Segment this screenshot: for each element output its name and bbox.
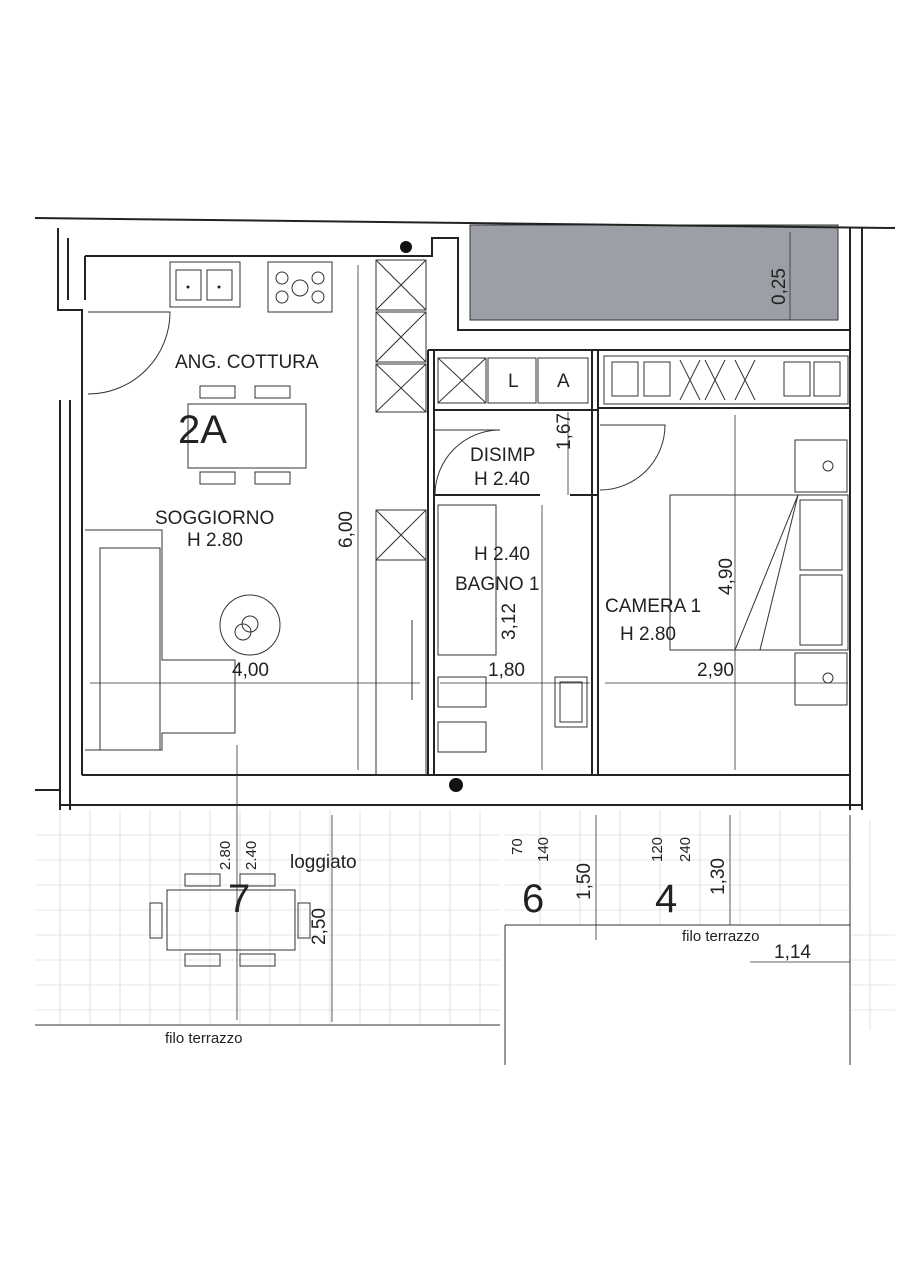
bedroom-wardrobe [603,355,849,405]
window-6-marker: 6 [522,877,544,921]
bath-width-dim: 1,80 [488,660,525,681]
loggia-h2-dim: 2.40 [243,841,260,870]
shaded-strip [469,224,839,321]
interior-walls [427,349,850,775]
terrace-edge-right-note: filo terrazzo [682,928,760,945]
wardrobe-a-label: A [557,371,570,392]
dining-table [187,385,307,485]
win6-b-dim: 140 [535,837,552,862]
kitchen-counter [169,261,333,313]
living-label: SOGGIORNO [155,508,274,529]
loggia-table [149,873,311,967]
sofa [85,529,236,751]
tall-cabinets [375,259,589,776]
terrace-grid [35,810,895,1030]
wardrobe-l-label: L [508,371,519,392]
double-bed [669,439,849,706]
bath-label: BAGNO 1 [455,574,539,595]
doors [87,311,666,496]
hall-depth-dim: 1,67 [554,413,575,450]
living-width-dim: 4,00 [232,660,269,681]
bedroom-height: H 2.80 [620,624,676,645]
hallway-label: DISIMP [470,445,535,466]
structural-column [449,778,463,792]
structural-column [400,241,412,253]
win6-a-dim: 70 [509,838,526,855]
bed-depth-dim: 4,90 [716,558,737,595]
loggia-table-marker: 7 [228,877,250,921]
loggia-h1-dim: 2.80 [217,841,234,870]
dimension-lines [90,232,850,1022]
loggia-label: loggiato [290,852,357,873]
window-4-marker: 4 [655,877,677,921]
win4-depth-dim: 1,30 [708,858,729,895]
exterior-walls [34,217,896,810]
win6-depth-dim: 1,50 [574,863,595,900]
win4-b-dim: 240 [677,837,694,862]
living-depth-dim: 6,00 [336,511,357,548]
living-height: H 2.80 [187,530,243,551]
top-strip-dim: 0,25 [769,268,790,305]
bath-height: H 2.40 [474,544,530,565]
terrace-edges [35,815,851,1065]
loggia-depth-dim: 2,50 [309,908,330,945]
terrace-offset-dim: 1,14 [774,942,811,963]
bed-width-dim: 2,90 [697,660,734,681]
kitchen-label: ANG. COTTURA [175,352,319,373]
terrace-edge-left-note: filo terrazzo [165,1030,243,1047]
bathroom-fixtures [437,504,588,753]
bedroom-label: CAMERA 1 [605,596,701,617]
unit-code: 2A [178,408,227,452]
coffee-table [219,594,281,656]
hallway-height: H 2.40 [474,469,530,490]
win4-a-dim: 120 [649,837,666,862]
bath-depth-dim: 3,12 [499,603,520,640]
